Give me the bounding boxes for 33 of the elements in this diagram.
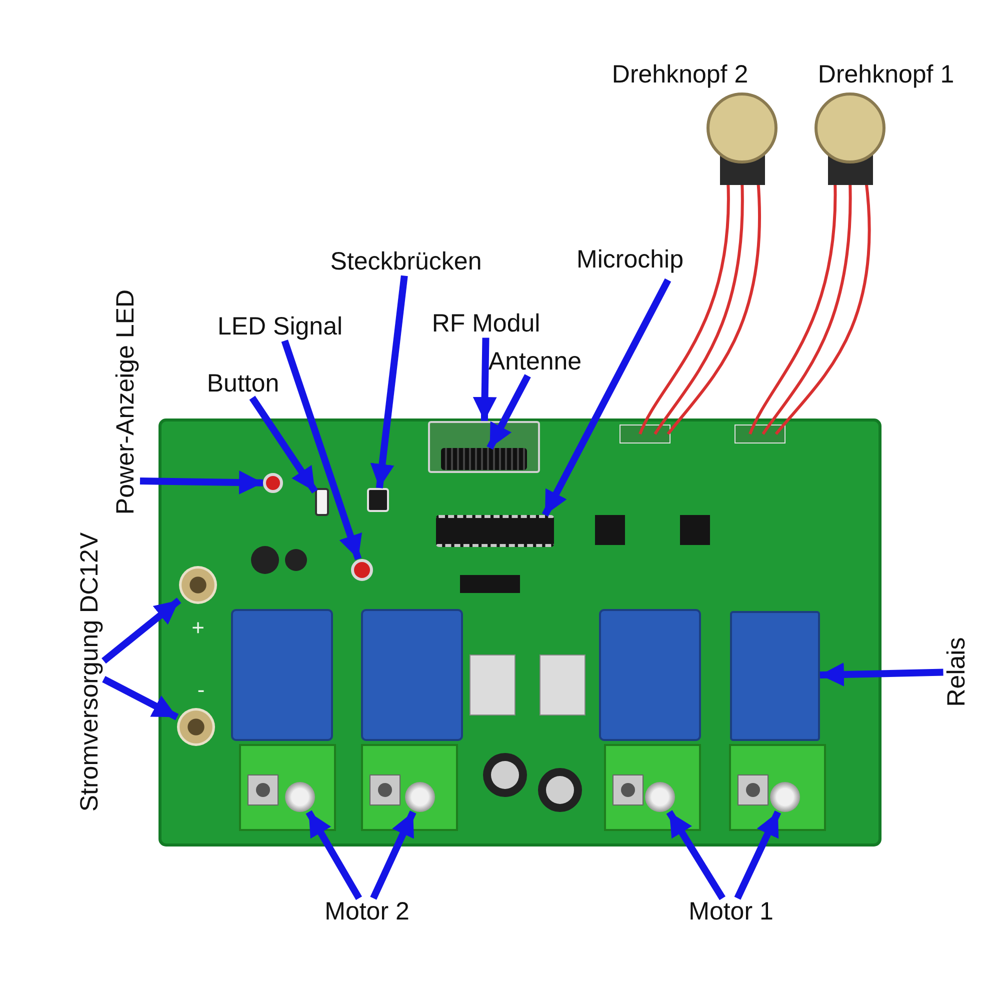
rf-module bbox=[428, 421, 540, 473]
antenna-coil bbox=[441, 448, 527, 470]
arrow bbox=[472, 338, 497, 422]
part-label: Motor 1 bbox=[688, 898, 774, 926]
arrow bbox=[281, 340, 362, 560]
part-label: Motor 2 bbox=[324, 898, 410, 926]
arrow bbox=[666, 810, 726, 900]
knob-label: Drehknopf 1 bbox=[818, 61, 954, 89]
part-label: Steckbrücken bbox=[330, 248, 482, 276]
arrow bbox=[140, 470, 264, 494]
microchip bbox=[436, 515, 554, 547]
arrow bbox=[486, 374, 531, 450]
arrow bbox=[820, 662, 944, 686]
part-label: Button bbox=[206, 370, 280, 398]
arrow bbox=[306, 810, 362, 900]
arrow bbox=[102, 598, 182, 664]
arrow bbox=[734, 810, 782, 900]
polarity-marking: - bbox=[197, 679, 205, 701]
part-label: LED Signal bbox=[217, 313, 343, 341]
part-label: RF Modul bbox=[432, 310, 540, 338]
arrow bbox=[542, 278, 672, 517]
part-label: Relais bbox=[943, 637, 971, 707]
arrow bbox=[370, 810, 416, 900]
jumper-pins bbox=[367, 488, 389, 512]
relay bbox=[730, 611, 820, 741]
knob-label: Drehknopf 2 bbox=[612, 61, 748, 89]
part-label: Power-Anzeige LED bbox=[112, 289, 140, 515]
polarity-marking: + bbox=[192, 617, 204, 639]
push-button bbox=[315, 488, 329, 516]
arrow bbox=[102, 676, 179, 720]
part-label: Microchip bbox=[576, 246, 684, 274]
part-label: Stromversorgung DC12V bbox=[76, 532, 104, 812]
arrow bbox=[370, 275, 408, 488]
